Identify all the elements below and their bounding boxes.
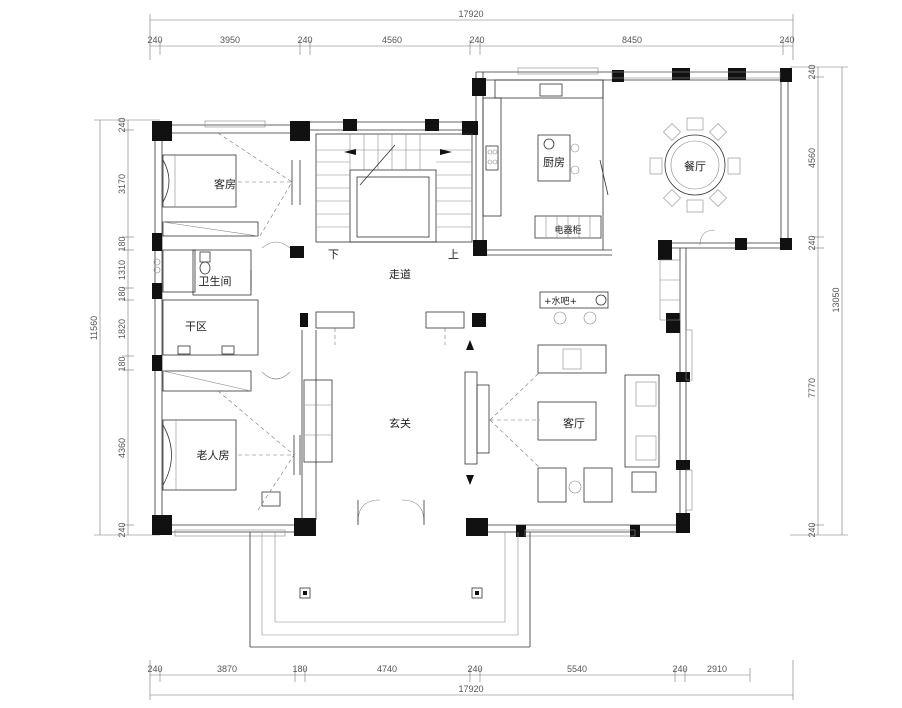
dim-top-seg: 240: [297, 35, 312, 45]
living-room: 客厅: [489, 259, 681, 503]
dim-left-seg: 1820: [117, 319, 127, 339]
room-label-dining: 餐厅: [684, 159, 706, 173]
dim-left-seg: 4360: [117, 438, 127, 458]
dimension-top: 17920 240 3950 240 4560 240 8450 240: [147, 9, 795, 60]
room-label-bathroom: 卫生间: [199, 274, 232, 288]
room-label-corridor: 走道: [389, 267, 411, 281]
room-label-elder: 老人房: [197, 449, 230, 462]
staircase: 下 上 走道: [315, 133, 473, 281]
stair-label-up: 上: [448, 248, 459, 261]
dim-top-total: 17920: [458, 9, 483, 19]
bathroom: 卫生间: [153, 249, 252, 296]
dim-left-seg: 240: [117, 117, 127, 132]
dim-right-seg: 240: [807, 522, 817, 537]
dim-left-seg: 180: [117, 286, 127, 301]
entrance-terrace: [249, 532, 531, 648]
dim-left-total: 11560: [89, 316, 99, 340]
room-label-guest: 客房: [214, 177, 236, 191]
water-bar: +水吧+: [539, 291, 609, 325]
foyer: 玄关: [301, 311, 490, 525]
dim-right-seg: 7770: [807, 378, 817, 398]
room-label-kitchen: 厨房: [543, 156, 565, 169]
dim-bottom-seg: 5540: [567, 664, 587, 674]
label-appliance-cabinet: 电器柜: [554, 224, 581, 236]
dim-left-seg: 3170: [117, 174, 127, 194]
dim-right-total: 13050: [831, 287, 841, 312]
room-label-foyer: 玄关: [389, 416, 411, 430]
dim-right-seg: 240: [807, 64, 817, 79]
elder-room: 老人房: [162, 370, 301, 511]
dining-room: 餐厅: [649, 117, 741, 246]
room-label-living: 客厅: [563, 416, 585, 430]
dim-top-seg: 4560: [382, 35, 402, 45]
dim-left-seg: 240: [117, 522, 127, 537]
stair-label-down: 下: [328, 248, 339, 261]
dimension-right: 240 4560 240 7770 240 13050: [790, 64, 848, 538]
dim-bottom-seg: 240: [467, 664, 482, 674]
windows: [174, 67, 781, 537]
dim-left-seg: 180: [117, 356, 127, 371]
dim-top-seg: 240: [469, 35, 484, 45]
dim-bottom-seg: 240: [672, 664, 687, 674]
dim-top-seg: 240: [779, 35, 794, 45]
dim-bottom-seg: 2910: [707, 664, 727, 674]
dim-top-seg: 240: [147, 35, 162, 45]
dim-bottom-total: 17920: [458, 684, 483, 694]
dim-top-seg: 8450: [622, 35, 642, 45]
dim-left-seg: 1310: [117, 260, 127, 280]
dim-right-seg: 4560: [807, 148, 817, 168]
dim-bottom-seg: 4740: [377, 664, 397, 674]
dim-left-seg: 180: [117, 236, 127, 251]
outer-walls: [154, 71, 789, 535]
label-water-bar: +水吧+: [544, 295, 577, 307]
dim-bottom-seg: 3870: [217, 664, 237, 674]
dimension-bottom: 240 3870 180 4740 240 5540 240 2910 1792…: [147, 660, 794, 700]
dimension-left: 11560 240 3170 180 1310 180 1820 180 436…: [89, 117, 160, 538]
kitchen: 厨房 电器柜: [482, 79, 609, 239]
guest-room: 客房: [162, 132, 301, 249]
dim-bottom-seg: 180: [292, 664, 307, 674]
room-label-dry-area: 干区: [185, 320, 207, 333]
dim-right-seg: 240: [807, 235, 817, 250]
dim-top-seg: 3950: [220, 35, 240, 45]
dim-bottom-seg: 240: [147, 664, 162, 674]
dry-area: 干区: [162, 299, 259, 356]
